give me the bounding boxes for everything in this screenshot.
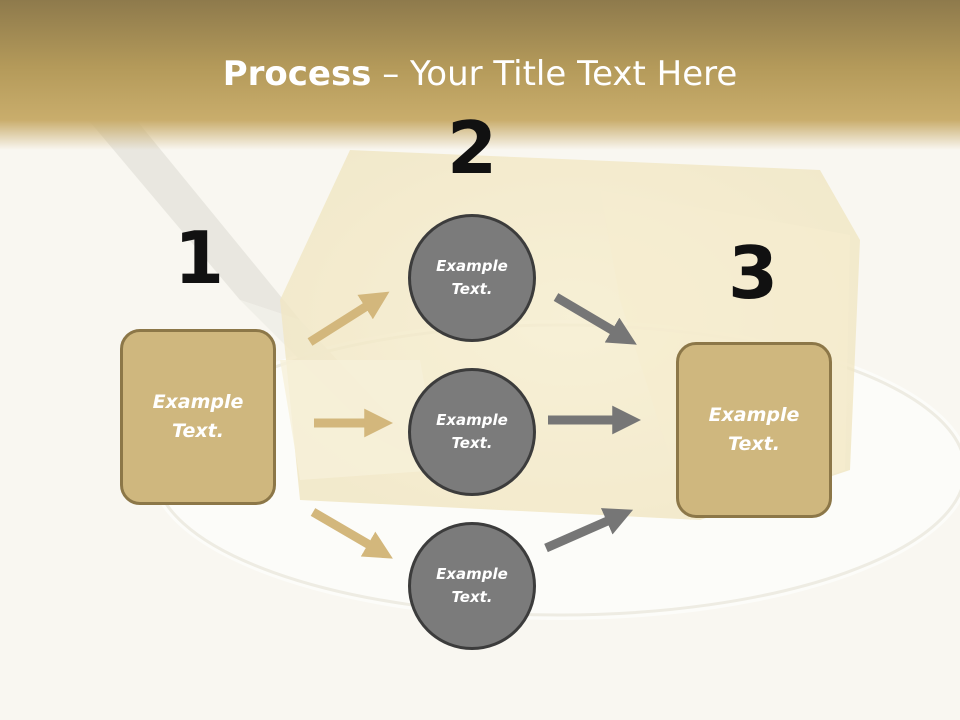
step-3-box-label: Example Text. (708, 404, 800, 455)
title-rest: – Your Title Text Here (371, 54, 738, 94)
step-3-box: Example Text. (676, 342, 832, 518)
step-2-circle-top: Example Text. (408, 214, 536, 342)
arrow-circle-top-to-box (553, 293, 637, 345)
title-bold: Process (222, 54, 372, 94)
circle-bottom-label: Example Text. (436, 565, 508, 606)
arrow-box-to-circle-top (307, 291, 390, 346)
step-number-2: 2 (446, 106, 498, 190)
step-2-circle-bottom: Example Text. (408, 522, 536, 650)
step-2-circle-middle: Example Text. (408, 368, 536, 496)
step-1-box: Example Text. (120, 329, 276, 505)
step-number-1: 1 (173, 216, 225, 300)
step-1-box-label: Example Text. (152, 391, 244, 442)
title-band (0, 0, 960, 150)
slide-title: Process – Your Title Text Here (0, 52, 960, 96)
circle-middle-label: Example Text. (436, 411, 508, 452)
step-number-3: 3 (727, 231, 779, 315)
arrow-circle-bottom-to-box (544, 508, 634, 553)
circle-top-label: Example Text. (436, 257, 508, 298)
arrow-box-to-circle-bottom (310, 508, 393, 559)
